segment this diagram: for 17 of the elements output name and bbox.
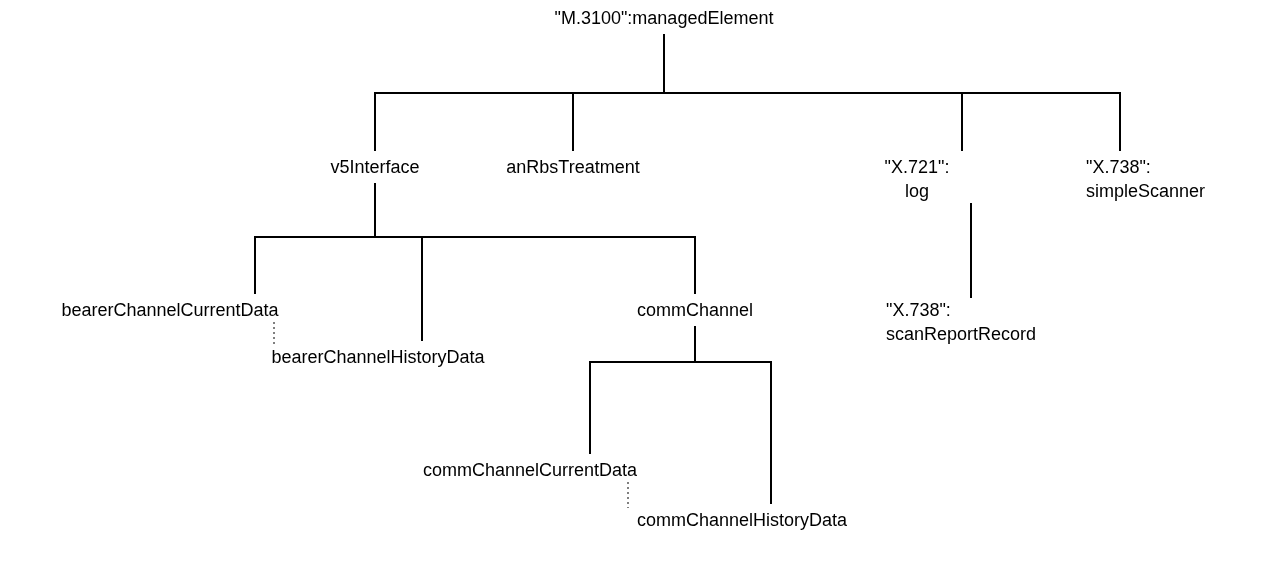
node-label: commChannelCurrentData: [380, 458, 680, 482]
dotted-line: [627, 481, 629, 509]
dotted-line: [273, 321, 275, 346]
node-label: anRbsTreatment: [493, 155, 653, 179]
node-label: "X.721": log: [872, 155, 962, 203]
node-label: commChannelHistoryData: [612, 508, 872, 532]
node-label: "M.3100":managedElement: [514, 6, 814, 30]
tree-connector: [694, 325, 772, 505]
node-label: bearerChannelCurrentData: [10, 298, 330, 322]
tree-connector: [970, 202, 972, 299]
node-label: "X.738": scanReportRecord: [886, 298, 1066, 346]
node-label: bearerChannelHistoryData: [228, 345, 528, 369]
node-label: commChannel: [625, 298, 765, 322]
tree-connector: [374, 182, 696, 295]
tree-connector: [663, 33, 1121, 152]
node-label: "X.738": simpleScanner: [1086, 155, 1266, 203]
node-label: v5Interface: [305, 155, 445, 179]
